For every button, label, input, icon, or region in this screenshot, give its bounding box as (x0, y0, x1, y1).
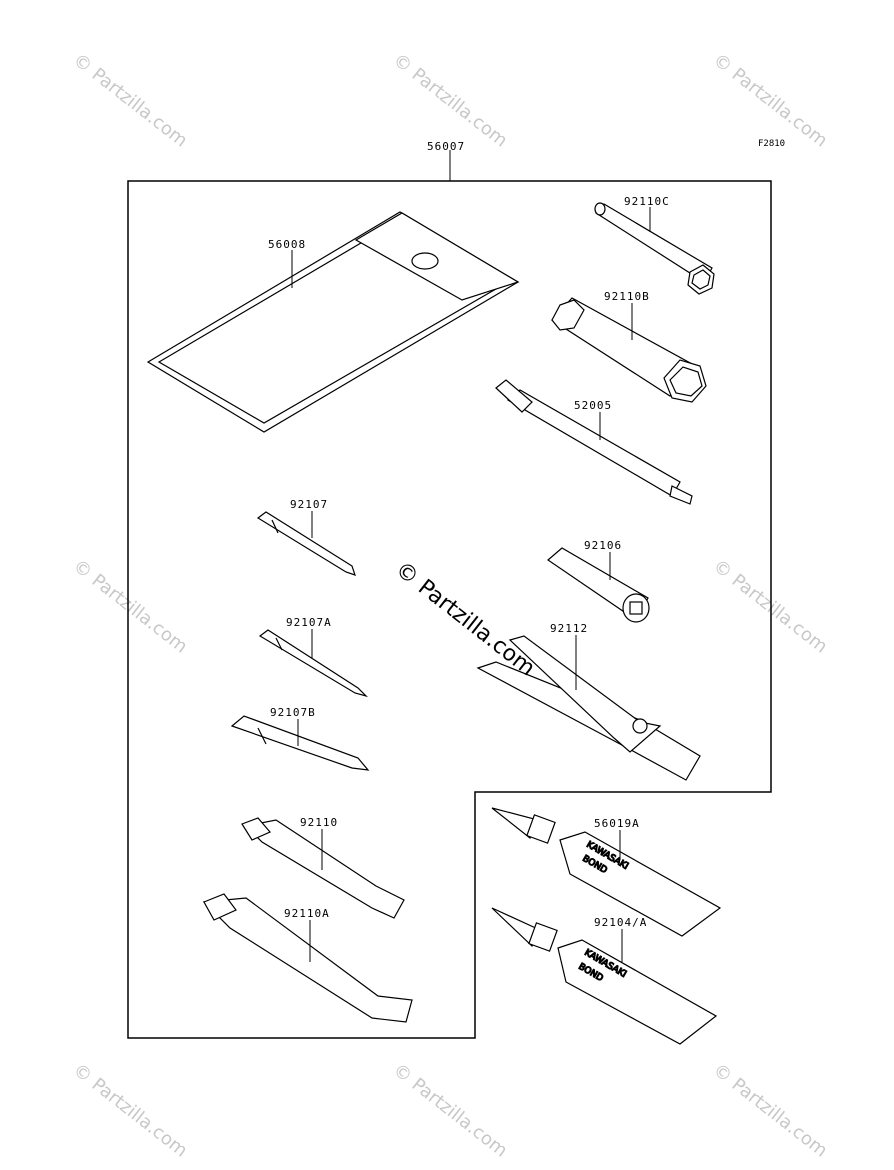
socket-92106 (547, 547, 650, 623)
part-label-92112: 92112 (550, 622, 588, 635)
part-label-52005: 52005 (574, 399, 612, 412)
center-watermark: © Partzilla.com (390, 557, 539, 681)
part-label-92110: 92110 (300, 816, 338, 829)
part-label-92110a: 92110A (284, 907, 330, 920)
watermark: © Partzilla.com (709, 49, 831, 151)
screwdriver-bit-92107 (256, 511, 356, 576)
box-wrench-92110c (594, 202, 715, 295)
pliers-92112 (476, 635, 701, 781)
part-label-92107b: 92107B (270, 706, 316, 719)
part-label-92107: 92107 (290, 498, 328, 511)
part-label-56019a: 56019A (594, 817, 640, 830)
watermark: © Partzilla.com (709, 555, 831, 657)
part-label-56008: 56008 (268, 238, 306, 251)
part-label-56007: 56007 (427, 140, 465, 153)
part-label-92107a: 92107A (286, 616, 332, 629)
part-label-92106: 92106 (584, 539, 622, 552)
part-label-92104a: 92104/A (594, 916, 647, 929)
watermark: © Partzilla.com (389, 1059, 511, 1161)
spanner-92110a (202, 893, 413, 1023)
screwdriver-bit-92107b (230, 715, 370, 771)
screwdriver-bit-92107a (258, 629, 369, 698)
watermark: © Partzilla.com (69, 555, 191, 657)
part-label-92110b: 92110B (604, 290, 650, 303)
screwdriver-handle-52005 (495, 379, 693, 505)
spanner-92110 (241, 817, 405, 919)
kit-outline (127, 180, 772, 1039)
part-label-92110c: 92110C (624, 195, 670, 208)
watermark: © Partzilla.com (389, 49, 511, 151)
tool-pouch (146, 211, 520, 433)
watermark: © Partzilla.com (69, 1059, 191, 1161)
watermark: © Partzilla.com (69, 49, 191, 151)
bond-tube-56019a: KAWASAKI BOND (491, 807, 722, 937)
box-wrench-92110b (551, 297, 707, 403)
watermark: © Partzilla.com (709, 1059, 831, 1161)
figure-code: F2810 (758, 139, 785, 149)
